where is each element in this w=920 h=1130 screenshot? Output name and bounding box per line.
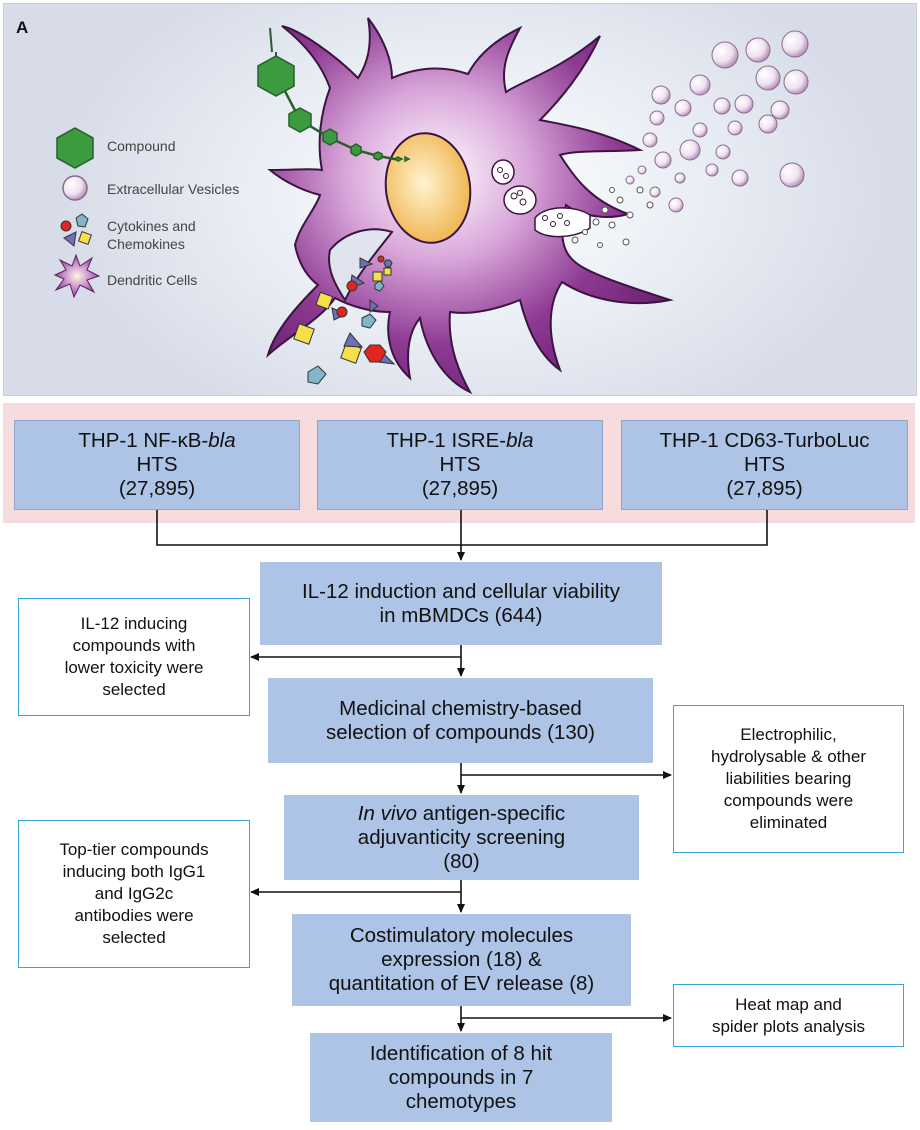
step3-line1: In vivo antigen-specific (357, 801, 566, 825)
step-identification: Identification of 8 hit compounds in 7 c… (310, 1033, 612, 1122)
hts-cd63-count: (27,895) (726, 477, 803, 500)
small-vesicles (571, 186, 654, 248)
step3-line2: adjuvanticity screening (80) (357, 825, 566, 873)
compound-chain (257, 52, 411, 163)
dendritic-cell-legend-icon (53, 253, 101, 299)
hts-nfkb-line2: HTS (136, 453, 178, 476)
hts-isre-count: (27,895) (421, 477, 499, 500)
step-costimulatory: Costimulatory molecules expression (18) … (292, 914, 631, 1006)
cytokines (293, 255, 396, 385)
hts-box-isre: THP-1 ISRE-bla HTS (27,895) (317, 420, 603, 510)
step-medicinal-chemistry: Medicinal chemistry-based selection of c… (268, 678, 653, 763)
hts-nfkb-title: THP-1 NF-κB-bla (78, 429, 236, 452)
legend-dendritic-label: Dendritic Cells (107, 272, 198, 288)
note-top-tier-selected: Top-tier compounds inducing both IgG1 an… (18, 820, 250, 968)
legend-icons (53, 127, 101, 299)
merge-line (156, 510, 768, 546)
step-in-vivo-screening: In vivo antigen-specific adjuvanticity s… (284, 795, 639, 880)
hts-isre-title: THP-1 ISRE-bla (386, 429, 534, 452)
vesicle-legend-icon (62, 175, 88, 201)
compound-hexagon (257, 55, 295, 97)
cytokine-legend-icon (60, 213, 93, 247)
hts-cd63-title: THP-1 CD63-TurboLuc (659, 429, 870, 452)
multivesicular-bodies (491, 159, 591, 238)
hts-isre-line2: HTS (439, 453, 481, 476)
compound-legend-icon (56, 127, 94, 169)
panel-a-label: A (16, 18, 29, 37)
legend-compound-label: Compound (107, 138, 176, 154)
note-heatmap-analysis: Heat map and spider plots analysis (673, 984, 904, 1047)
extracellular-vesicles (625, 30, 809, 213)
intraluminal-vesicles (497, 167, 570, 227)
legend-vesicles-label: Extracellular Vesicles (107, 181, 240, 197)
step-il12-induction: IL-12 induction and cellular viability i… (260, 562, 662, 645)
hts-box-nfkb: THP-1 NF-κB-bla HTS (27,895) (14, 420, 300, 510)
note-il12-selected: IL-12 inducing compounds with lower toxi… (18, 598, 250, 716)
hts-nfkb-count: (27,895) (118, 477, 196, 500)
dendritic-cell-illustration (53, 17, 809, 395)
legend-cytokines-label: Cytokines and Chemokines (107, 218, 196, 252)
note-liabilities-eliminated: Electrophilic, hydrolysable & other liab… (673, 705, 904, 853)
hts-box-cd63: THP-1 CD63-TurboLuc HTS (27,895) (621, 420, 908, 510)
hts-cd63-line2: HTS (744, 453, 785, 476)
